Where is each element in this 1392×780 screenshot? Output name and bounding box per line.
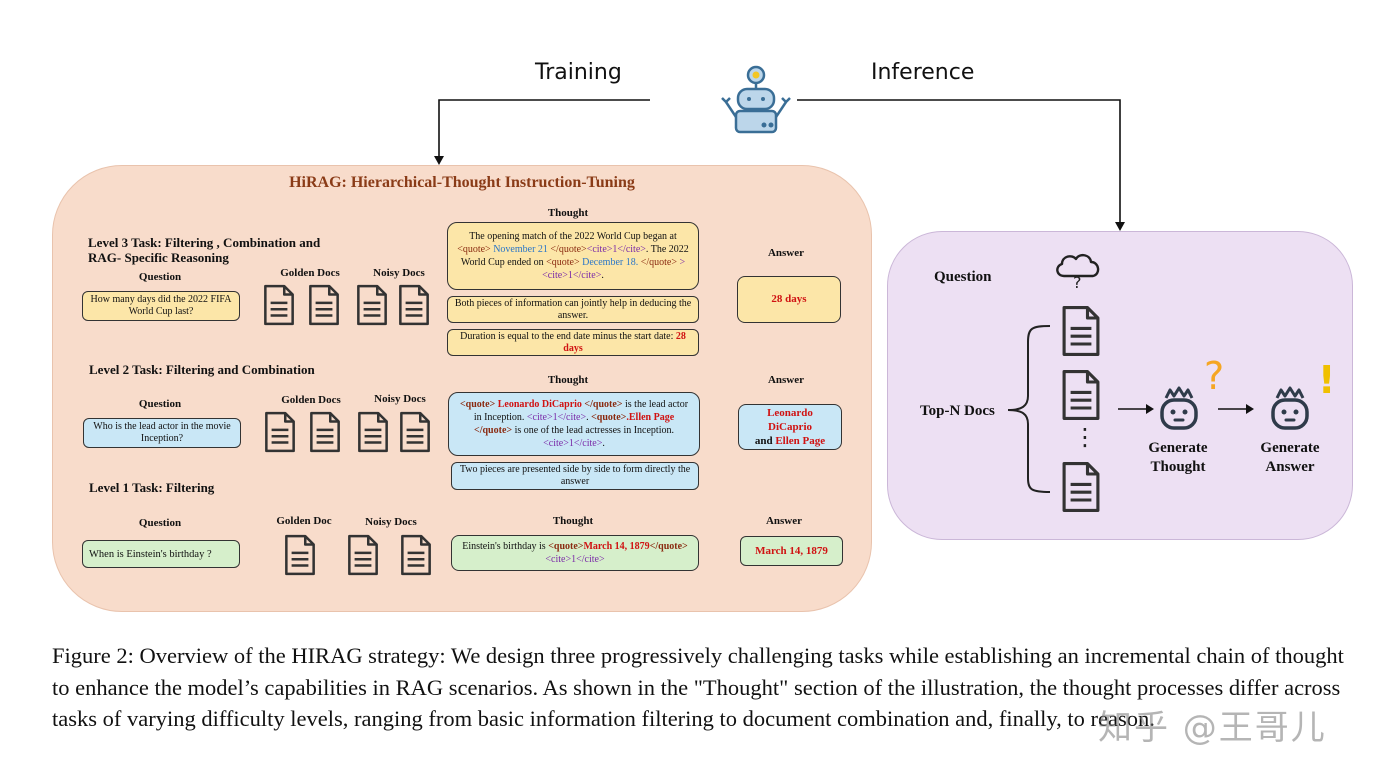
thinking-cloud-icon: ? [1056,254,1100,290]
level3-question-header: Question [138,271,182,283]
bot-face-icon [1154,384,1204,434]
svg-text:?: ? [1073,273,1082,290]
question-mark-icon: ? [1204,354,1225,398]
level2-thought-2: Two pieces are presented side by side to… [451,462,699,490]
level2-label: Level 2 Task: Filtering and Combination [89,362,315,377]
level3-noisy-header: Noisy Docs [373,267,425,279]
docs-brace-icon [1007,325,1051,493]
doc-icon [1058,305,1104,357]
level2-thought-1: <quote> Leonardo DiCaprio </quote> is th… [448,392,700,456]
generate-answer-label: Generate Answer [1260,440,1320,475]
watermark: 知乎 @王哥儿 [1098,708,1327,748]
level3-label: Level 3 Task: Filtering , Combination an… [88,235,320,265]
inference-panel [887,231,1353,540]
level1-answer-header: Answer [765,515,803,527]
arrow-right-icon [1118,404,1154,414]
level1-thought-header: Thought [552,515,594,527]
doc-icon [355,284,389,326]
level2-answer-header: Answer [767,374,805,386]
doc-icon [262,284,296,326]
training-title: HiRAG: Hierarchical-Thought Instruction-… [289,174,635,191]
level1-label: Level 1 Task: Filtering [89,480,215,495]
doc-icon [1058,461,1104,513]
doc-icon [308,411,342,453]
level2-thought-header: Thought [547,374,589,386]
level3-label-line2: RAG- Specific Reasoning [88,250,229,265]
inference-question-label: Question [934,269,992,285]
level3-question-box: How many days did the 2022 FIFA World Cu… [82,291,240,321]
level3-thought-1: The opening match of the 2022 World Cup … [447,222,699,290]
inference-arrow-line [797,99,1121,224]
level2-noisy-header: Noisy Docs [374,393,426,405]
level1-noisy-header: Noisy Docs [365,516,417,528]
level3-thought-2: Both pieces of information can jointly h… [447,296,699,323]
doc-icon [283,534,317,576]
robot-icon [721,65,791,134]
level3-thought-header: Thought [547,207,589,219]
level3-answer-header: Answer [767,247,805,259]
figure-caption: Figure 2: Overview of the HIRAG strategy… [52,643,1344,731]
level1-thought-1: Einstein's birthday is <quote>March 14, … [451,535,699,571]
bot-face-icon [1265,384,1315,434]
level2-question-header: Question [138,398,182,410]
doc-icon [346,534,380,576]
training-label: Training [535,60,622,85]
doc-icon [397,284,431,326]
top-n-docs-label: Top-N Docs [920,403,995,419]
doc-icon [307,284,341,326]
doc-icon [1058,369,1104,421]
level2-answer-box: Leonardo DiCaprio and Ellen Page [738,404,842,450]
generate-thought-label: Generate Thought [1148,440,1208,475]
inference-label: Inference [871,60,975,85]
inference-arrow-head [1115,222,1125,231]
training-arrow-head [434,156,444,165]
level1-question-box: When is Einstein's birthday ? [82,540,240,568]
doc-icon [356,411,390,453]
doc-icon [399,534,433,576]
level3-label-line1: Level 3 Task: Filtering , Combination an… [88,235,321,250]
doc-icon [398,411,432,453]
level2-question-box: Who is the lead actor in the movie Incep… [83,418,241,448]
doc-icon [263,411,297,453]
level2-golden-header: Golden Docs [281,394,341,406]
level1-answer-box: March 14, 1879 [740,536,843,566]
more-docs-ellipsis: ⋮ [1073,423,1097,451]
level1-question-header: Question [138,517,182,529]
arrow-right-icon [1218,404,1254,414]
level3-thought-3: Duration is equal to the end date minus … [447,329,699,356]
level3-golden-header: Golden Docs [280,267,340,279]
level1-golden-header: Golden Doc [276,515,332,527]
level3-answer-box: 28 days [737,276,841,323]
flow-connectors [434,99,1125,231]
exclamation-mark-icon: ! [1318,358,1336,402]
training-arrow-line [438,99,650,158]
